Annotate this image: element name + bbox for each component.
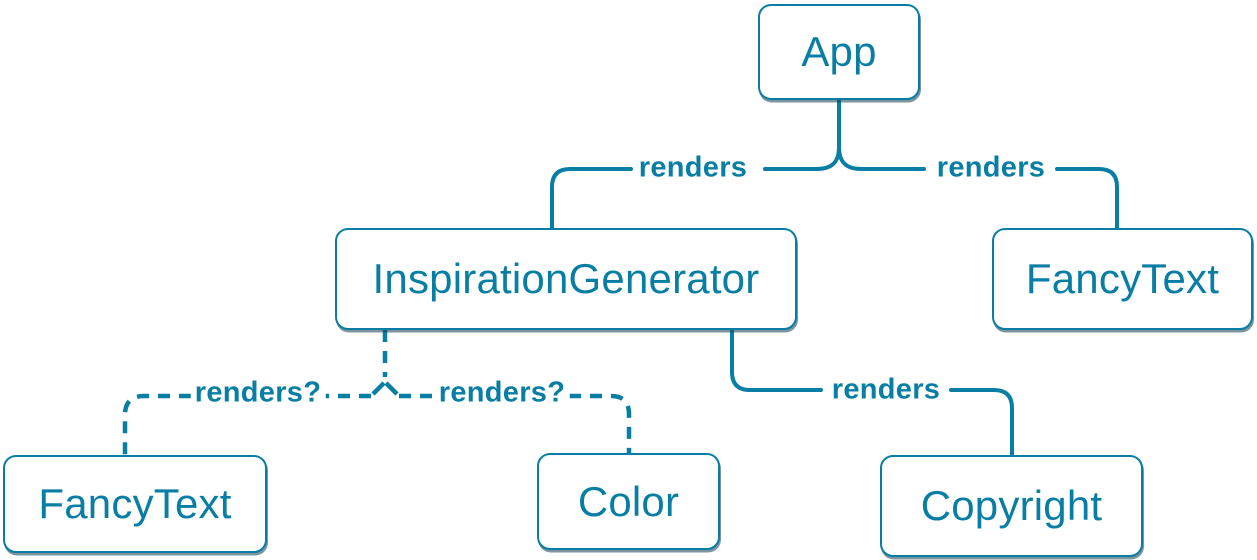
edge-inspirationgenerator-color-line-right: [569, 393, 632, 453]
edge-label-app-fancy-text: renders: [932, 153, 1050, 183]
node-color: Color: [537, 453, 720, 550]
node-fancy-text-bottom: FancyText: [3, 455, 267, 553]
edge-label-inspiration-generator-copyright: renders: [827, 375, 945, 405]
edge-dashed-fork-left-tick: [371, 381, 386, 396]
node-inspiration-generator: InspirationGenerator: [335, 228, 797, 330]
node-copyright: Copyright: [880, 455, 1143, 557]
edge-label-inspiration-generator-fancy-text: renders?: [190, 378, 326, 408]
edge-app-inspirationgenerator-line-left: [550, 167, 633, 230]
edge-inspirationgenerator-copyright-line-right: [949, 388, 1014, 457]
edge-app-fancytext-line-right: [1055, 167, 1119, 230]
edge-label-app-inspiration-generator: renders: [634, 153, 752, 183]
edge-dashed-fork-right-tick: [384, 381, 399, 396]
node-fancy-text-top: FancyText: [992, 228, 1253, 330]
edge-inspirationgenerator-fancytext-line-left: [122, 393, 191, 455]
node-app: App: [758, 4, 920, 100]
edge-label-inspiration-generator-color: renders?: [434, 378, 570, 408]
edge-app-inspirationgenerator-line-right: [763, 98, 841, 171]
edge-app-fancytext-line-left: [837, 145, 926, 171]
edge-inspirationgenerator-copyright-line-left: [730, 328, 823, 392]
